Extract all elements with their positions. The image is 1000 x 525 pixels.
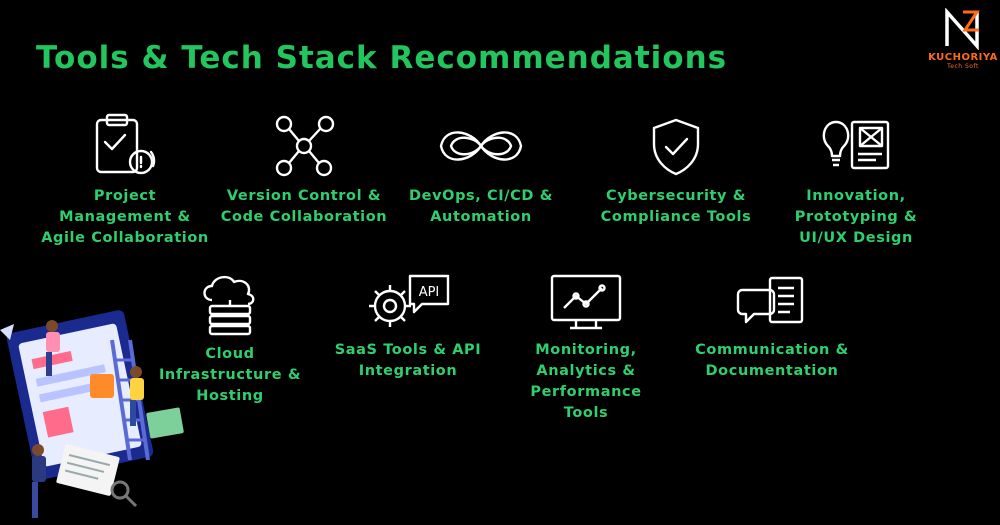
branch-nodes-icon [275, 115, 335, 177]
chat-document-icon [736, 276, 804, 324]
brand-logo: KUCHORIYA Tech Soft [928, 8, 998, 70]
item-cloud: Cloud Infrastructure & Hosting [150, 270, 310, 407]
brand-name: KUCHORIYA [928, 52, 998, 63]
clipboard-icon [95, 113, 156, 175]
item-project-management: Project Management & Agile Collaboration [40, 112, 210, 249]
item-monitoring: Monitoring, Analytics & Performance Tool… [516, 270, 656, 424]
monitor-chart-icon [550, 274, 622, 330]
item-label: DevOps, CI/CD & Automation [409, 188, 553, 225]
brand-tagline: Tech Soft [947, 63, 979, 70]
team-illustration [0, 310, 184, 518]
item-label: Communication & Documentation [695, 342, 849, 379]
logo-mark-icon [945, 8, 980, 50]
item-innovation: Innovation, Prototyping & UI/UX Design [776, 112, 936, 249]
item-label: Innovation, Prototyping & UI/UX Design [794, 188, 918, 246]
item-label: SaaS Tools & API Integration [334, 342, 482, 379]
cloud-server-icon [203, 275, 255, 336]
item-cybersecurity: Cybersecurity & Compliance Tools [590, 112, 762, 228]
gear-api-icon: API [369, 274, 450, 327]
lightbulb-wireframe-icon [822, 120, 890, 170]
shield-check-icon [652, 118, 700, 176]
item-label: Project Management & Agile Collaboration [41, 188, 209, 246]
item-label: Cybersecurity & Compliance Tools [600, 188, 752, 225]
item-label: Version Control & Code Collaboration [220, 188, 388, 225]
item-devops: DevOps, CI/CD & Automation [396, 112, 566, 228]
item-version-control: Version Control & Code Collaboration [218, 112, 390, 228]
infinity-icon [439, 131, 523, 161]
api-label: API [419, 285, 440, 300]
item-label: Cloud Infrastructure & Hosting [158, 346, 302, 404]
item-saas: API SaaS Tools & API Integration [322, 270, 494, 382]
item-label: Monitoring, Analytics & Performance Tool… [530, 342, 642, 421]
page-title: Tools & Tech Stack Recommendations [36, 40, 728, 76]
item-communication: Communication & Documentation [686, 270, 858, 382]
